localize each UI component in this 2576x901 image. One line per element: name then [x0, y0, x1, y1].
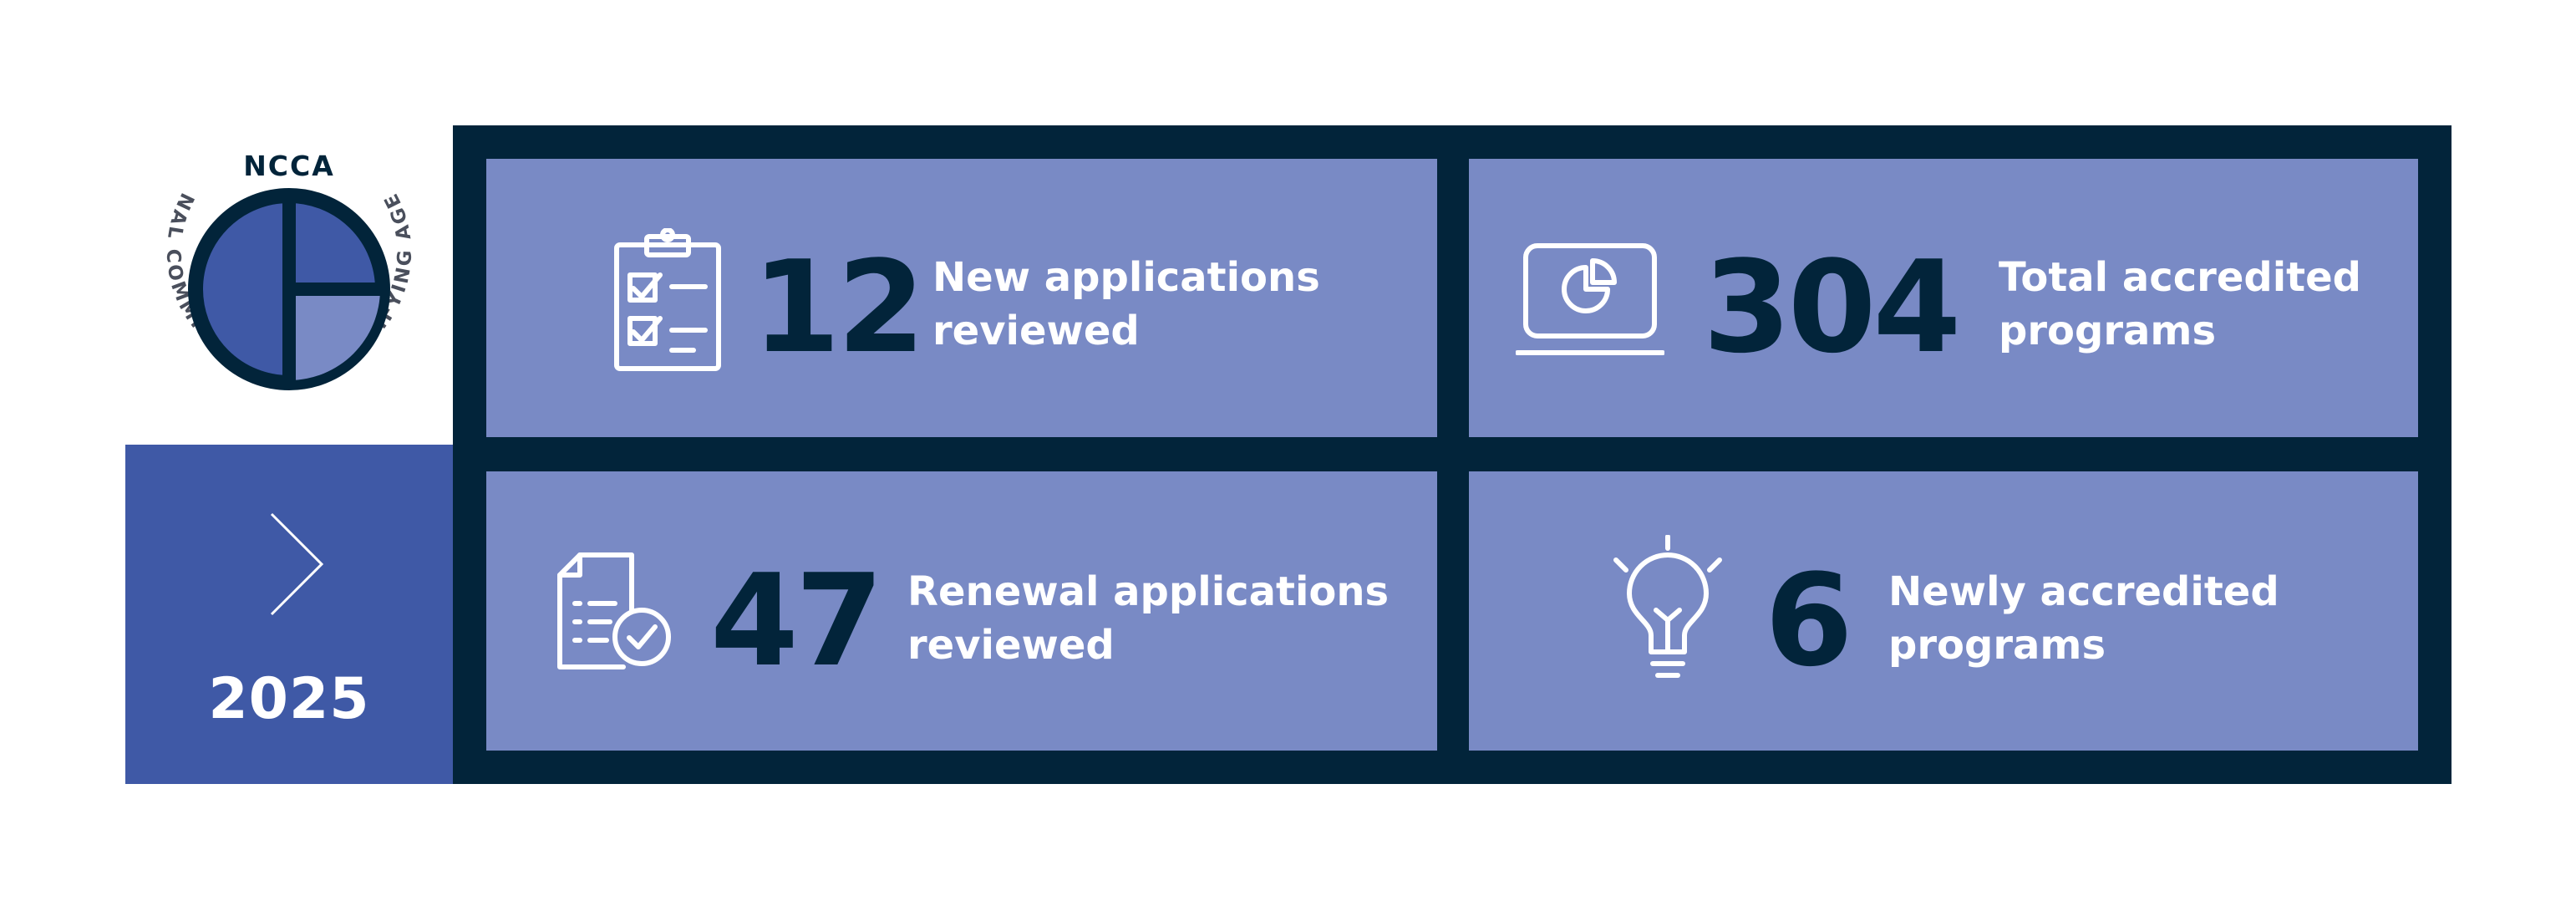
stats-board: 12 New applications reviewed 304 Total a…	[453, 125, 2452, 784]
clipboard-checklist-icon	[614, 228, 721, 371]
stat-label: Newly accredited programs	[1888, 565, 2279, 672]
laptop-pie-chart-icon	[1516, 243, 1664, 355]
stat-value: 47	[710, 547, 884, 695]
stat-label: Total accredited programs	[1999, 251, 2361, 358]
year-label: 2025	[208, 666, 370, 732]
stat-label-line: Newly accredited	[1888, 568, 2279, 615]
stat-label-line: New applications	[932, 254, 1320, 301]
stat-label-line: programs	[1999, 308, 2217, 354]
stat-label-line: Renewal applications	[907, 568, 1390, 615]
stat-card-total-accredited: 304 Total accredited programs	[1469, 159, 2418, 437]
ncca-seal-icon: NATIONAL COMMISSION FOR CERTIFYING AGENC…	[125, 125, 414, 390]
stat-label-line: programs	[1888, 622, 2106, 669]
stat-label: New applications reviewed	[932, 251, 1320, 358]
stat-label-line: reviewed	[907, 622, 1115, 669]
stat-label: Renewal applications reviewed	[907, 565, 1389, 672]
lightbulb-icon	[1613, 535, 1722, 678]
stat-card-new-applications: 12 New applications reviewed	[486, 159, 1437, 437]
seal-acronym: NCCA	[243, 150, 335, 182]
stat-card-newly-accredited: 6 Newly accredited programs	[1469, 471, 2418, 751]
stat-label-line: Total accredited	[1999, 254, 2362, 301]
stat-value: 12	[752, 233, 926, 381]
stat-value: 304	[1703, 233, 1961, 381]
stat-value: 6	[1765, 547, 1853, 695]
stat-card-renewal-applications: 47 Renewal applications reviewed	[486, 471, 1437, 751]
stat-label-line: reviewed	[932, 308, 1140, 354]
ncca-logo: NATIONAL COMMISSION FOR CERTIFYING AGENC…	[125, 125, 453, 445]
year-panel: 2025	[125, 445, 453, 784]
chevron-right-icon	[270, 512, 324, 616]
document-check-icon	[557, 552, 671, 669]
